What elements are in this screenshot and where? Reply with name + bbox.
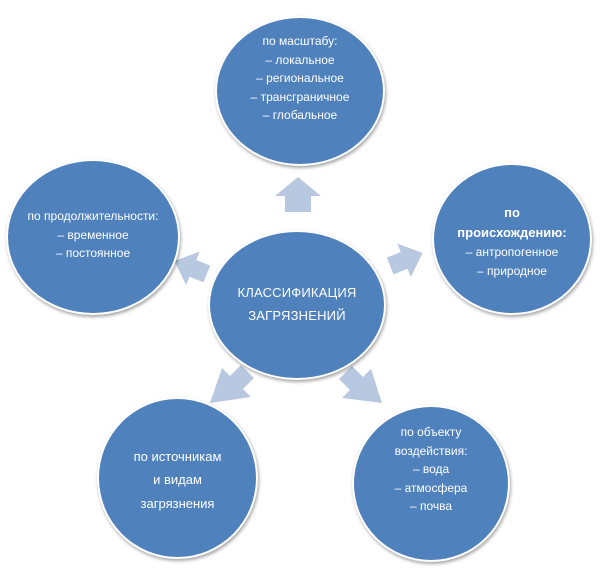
sources-text: по источникам и видам загрязнения	[99, 445, 256, 515]
arrow-to-sources	[210, 365, 254, 403]
sources-node: по источникам и видам загрязнения	[97, 397, 258, 559]
origin-heading: по	[504, 205, 520, 220]
object-item: – атмосфера	[394, 480, 468, 495]
duration-node: по продолжительности: – временное – пост…	[6, 159, 180, 315]
scale-item: – региональное	[256, 71, 344, 86]
scale-item: – глобальное	[262, 108, 338, 123]
duration-text: по продолжительности: – временное – пост…	[8, 207, 178, 263]
origin-text: по происхождению: – антропогенное – прир…	[434, 203, 590, 280]
arrow-to-duration	[174, 251, 211, 286]
arrow-to-origin	[386, 243, 423, 278]
object-heading: воздействия:	[394, 443, 468, 458]
duration-item: – постоянное	[55, 246, 131, 261]
scale-item: – локальное	[265, 52, 335, 67]
sources-line: и видам	[153, 472, 202, 488]
center-text: КЛАССИФИКАЦИЯ ЗАГРЯЗНЕНИЙ	[210, 282, 384, 328]
center-node: КЛАССИФИКАЦИЯ ЗАГРЯЗНЕНИЙ	[208, 230, 386, 380]
object-item: – почва	[409, 499, 453, 514]
scale-node: по масштабу: – локальное – региональное …	[215, 16, 385, 166]
scale-heading: по масштабу:	[262, 34, 338, 48]
scale-item: – трансграничное	[250, 89, 350, 104]
origin-item: – антропогенное	[465, 245, 559, 260]
object-heading: по объекту	[400, 425, 462, 439]
arrow-to-object	[339, 366, 382, 403]
object-item: – вода	[412, 462, 450, 477]
duration-item: – временное	[57, 227, 129, 242]
origin-node: по происхождению: – антропогенное – прир…	[432, 163, 592, 315]
sources-line: загрязнения	[140, 495, 215, 511]
duration-heading: по продолжительности:	[27, 209, 159, 223]
sources-line: по источникам	[133, 449, 222, 464]
origin-item: – природное	[477, 263, 547, 278]
center-line: КЛАССИФИКАЦИЯ	[237, 285, 357, 300]
center-line: ЗАГРЯЗНЕНИЙ	[248, 307, 346, 323]
origin-heading: происхождению:	[457, 225, 567, 241]
arrow-to-scale	[275, 177, 321, 212]
object-node: по объекту воздействия: – вода – атмосфе…	[352, 405, 510, 562]
scale-text: по масштабу: – локальное – региональное …	[217, 32, 383, 125]
object-text: по объекту воздействия: – вода – атмосфе…	[354, 423, 508, 516]
